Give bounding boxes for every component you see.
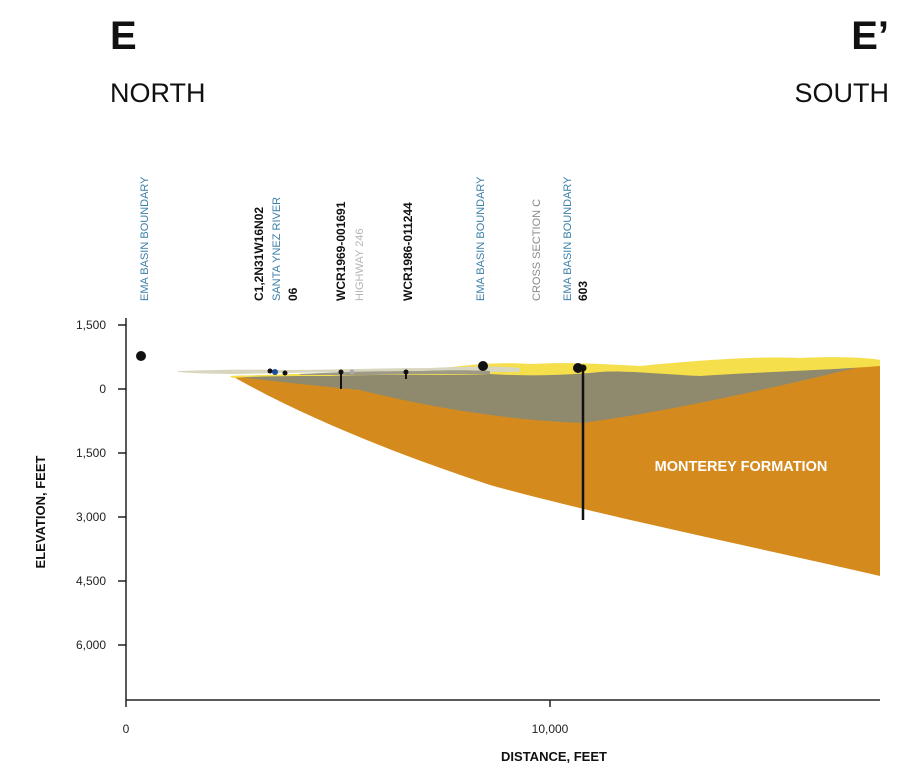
marker-label-ema-boundary-1: EMA BASIN BOUNDARY [139, 176, 151, 301]
marker-label-wcr1969: WCR1969-001691 [334, 201, 348, 301]
marker-label-santa-ynez-river: SANTA YNEZ RIVER [271, 197, 283, 301]
x-tick-label: 10,000 [532, 722, 569, 736]
y-tick-label: 6,000 [76, 638, 106, 652]
y-tick-label: 1,500 [76, 318, 106, 332]
ema-boundary-dot-3 [573, 363, 583, 373]
highway-dot [349, 369, 355, 375]
y-axis-title: ELEVATION, FEET [33, 455, 48, 568]
marker-label-well-c1: C1,2N31W16N02 [252, 207, 266, 301]
section-start-letter: E [110, 14, 137, 58]
y-tick-label: 0 [99, 382, 106, 396]
monterey-formation-label: MONTEREY FORMATION [655, 459, 828, 475]
ema-boundary-dot-1 [136, 351, 146, 361]
well-06-dot [282, 370, 288, 376]
y-tick-label: 1,500 [76, 446, 106, 460]
marker-label-ema-boundary-3: EMA BASIN BOUNDARY [562, 176, 574, 301]
x-tick-label: 0 [123, 722, 130, 736]
marker-label-cross-section-c: CROSS SECTION C [531, 199, 543, 301]
well-c1-dot [267, 368, 273, 374]
marker-label-wcr1986: WCR1986-011244 [401, 202, 415, 301]
section-end-letter: E’ [851, 14, 889, 58]
ema-boundary-dot-2 [478, 361, 488, 371]
marker-label-well-603: 603 [576, 281, 590, 301]
gray-sediment-unit [232, 362, 880, 423]
x-axis-title: DISTANCE, FEET [501, 749, 607, 764]
north-label: NORTH [110, 78, 206, 108]
marker-label-ema-boundary-2: EMA BASIN BOUNDARY [475, 176, 487, 301]
well-603-dot [579, 364, 587, 372]
marker-label-highway-246: HIGHWAY 246 [354, 228, 366, 301]
y-tick-label: 4,500 [76, 574, 106, 588]
south-label: SOUTH [794, 78, 890, 108]
well-wcr1969-dot [338, 369, 344, 375]
marker-label-well-06: 06 [286, 287, 300, 301]
river-dot [272, 369, 278, 375]
monterey-formation-unit [232, 366, 880, 576]
pale-alluvium-unit [178, 366, 520, 374]
y-tick-label: 3,000 [76, 510, 106, 524]
shallow-gray-unit [300, 370, 490, 375]
well-wcr1986-dot [403, 369, 409, 375]
